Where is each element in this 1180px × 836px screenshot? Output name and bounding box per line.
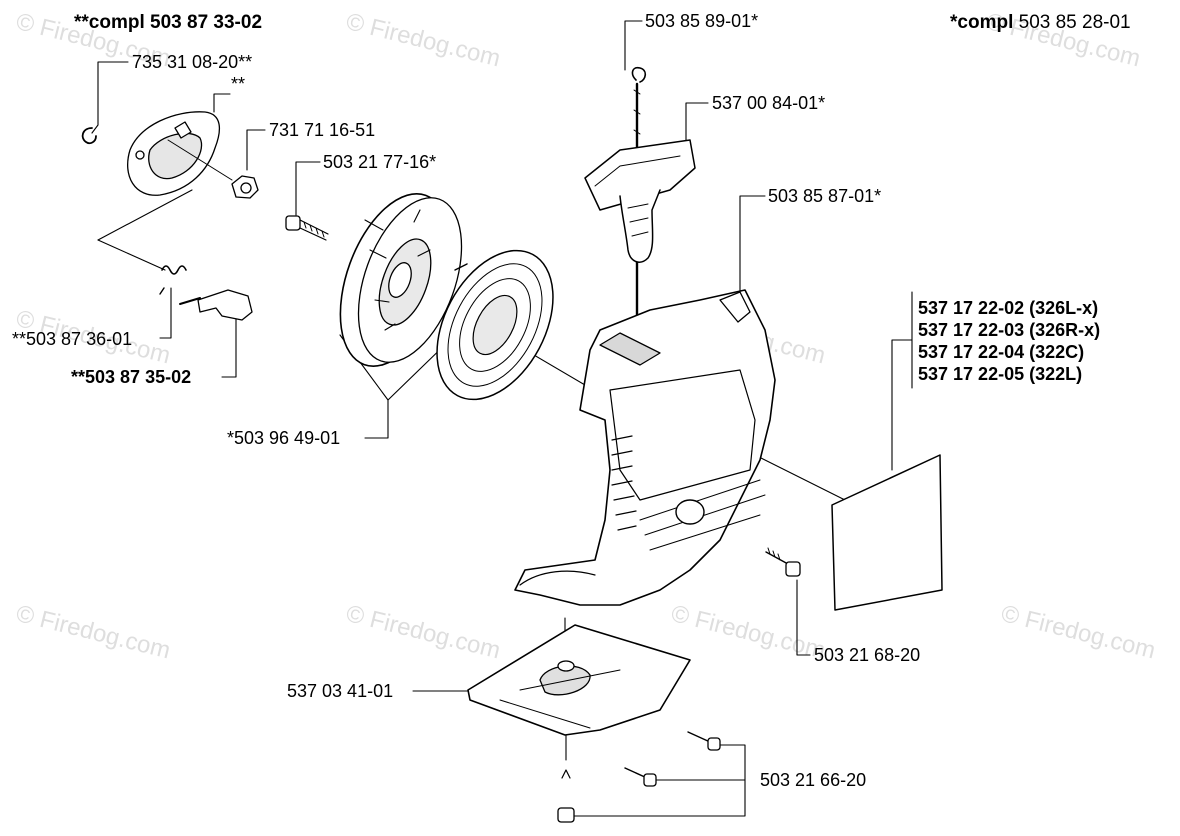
decal-part [831,454,943,611]
recoil-spring-part [436,249,554,401]
screw-pulley-part [285,215,329,241]
label-503-87-35-02: **503 87 35-02 [71,367,192,387]
label-503-21-77-16: 503 21 77-16* [323,152,437,172]
label-503-96-49-01: *503 96 49-01 [227,428,341,448]
label-503-21-68-20: 503 21 68-20 [814,645,921,665]
compl-right-bold: *compl [950,12,1014,33]
label-503-87-36-01: **503 87 36-01 [12,329,133,349]
label-735-31-08-20: 735 31 08-20** [132,52,253,72]
pulley-cover-part [127,111,233,196]
label-double-star: ** [231,74,246,94]
decal-list-item: 537 17 22-04 (322C) [918,342,1085,362]
label-537-03-41-01: 537 03 41-01 [287,681,394,701]
starter-pulley-part [339,193,463,367]
label-503-85-89-01: 503 85 89-01* [645,11,759,31]
decal-list-item: 537 17 22-05 (322L) [918,364,1083,384]
screw-housing-part [765,547,801,577]
label-731-71-16-51: 731 71 16-51 [269,120,376,140]
screw-plate-1-part [687,731,721,751]
label-537-00-84-01: 537 00 84-01* [712,93,826,113]
decal-list-item: 537 17 22-02 (326L-x) [918,298,1099,318]
small-spring-part [159,265,187,295]
mounting-plate-part [467,624,691,736]
starter-housing-part [514,289,776,606]
nut-part [231,175,259,199]
label-503-85-87-01: 503 85 87-01* [768,186,882,206]
label-503-21-66-20: 503 21 66-20 [760,770,867,790]
decal-list-item: 537 17 22-03 (326R-x) [918,320,1101,340]
plate-nut-part [557,769,575,823]
compl-right-number: 503 85 28-01 [1013,12,1131,33]
compl-right-label: *compl 503 85 28-01 [950,13,1131,33]
screw-plate-2-part [624,767,657,787]
leader-lines [91,20,913,817]
starter-handle-part [584,139,696,263]
clip-part [81,127,97,145]
pawl-part [179,289,253,321]
compl-left-label: **compl 503 87 33-02 [74,12,263,33]
